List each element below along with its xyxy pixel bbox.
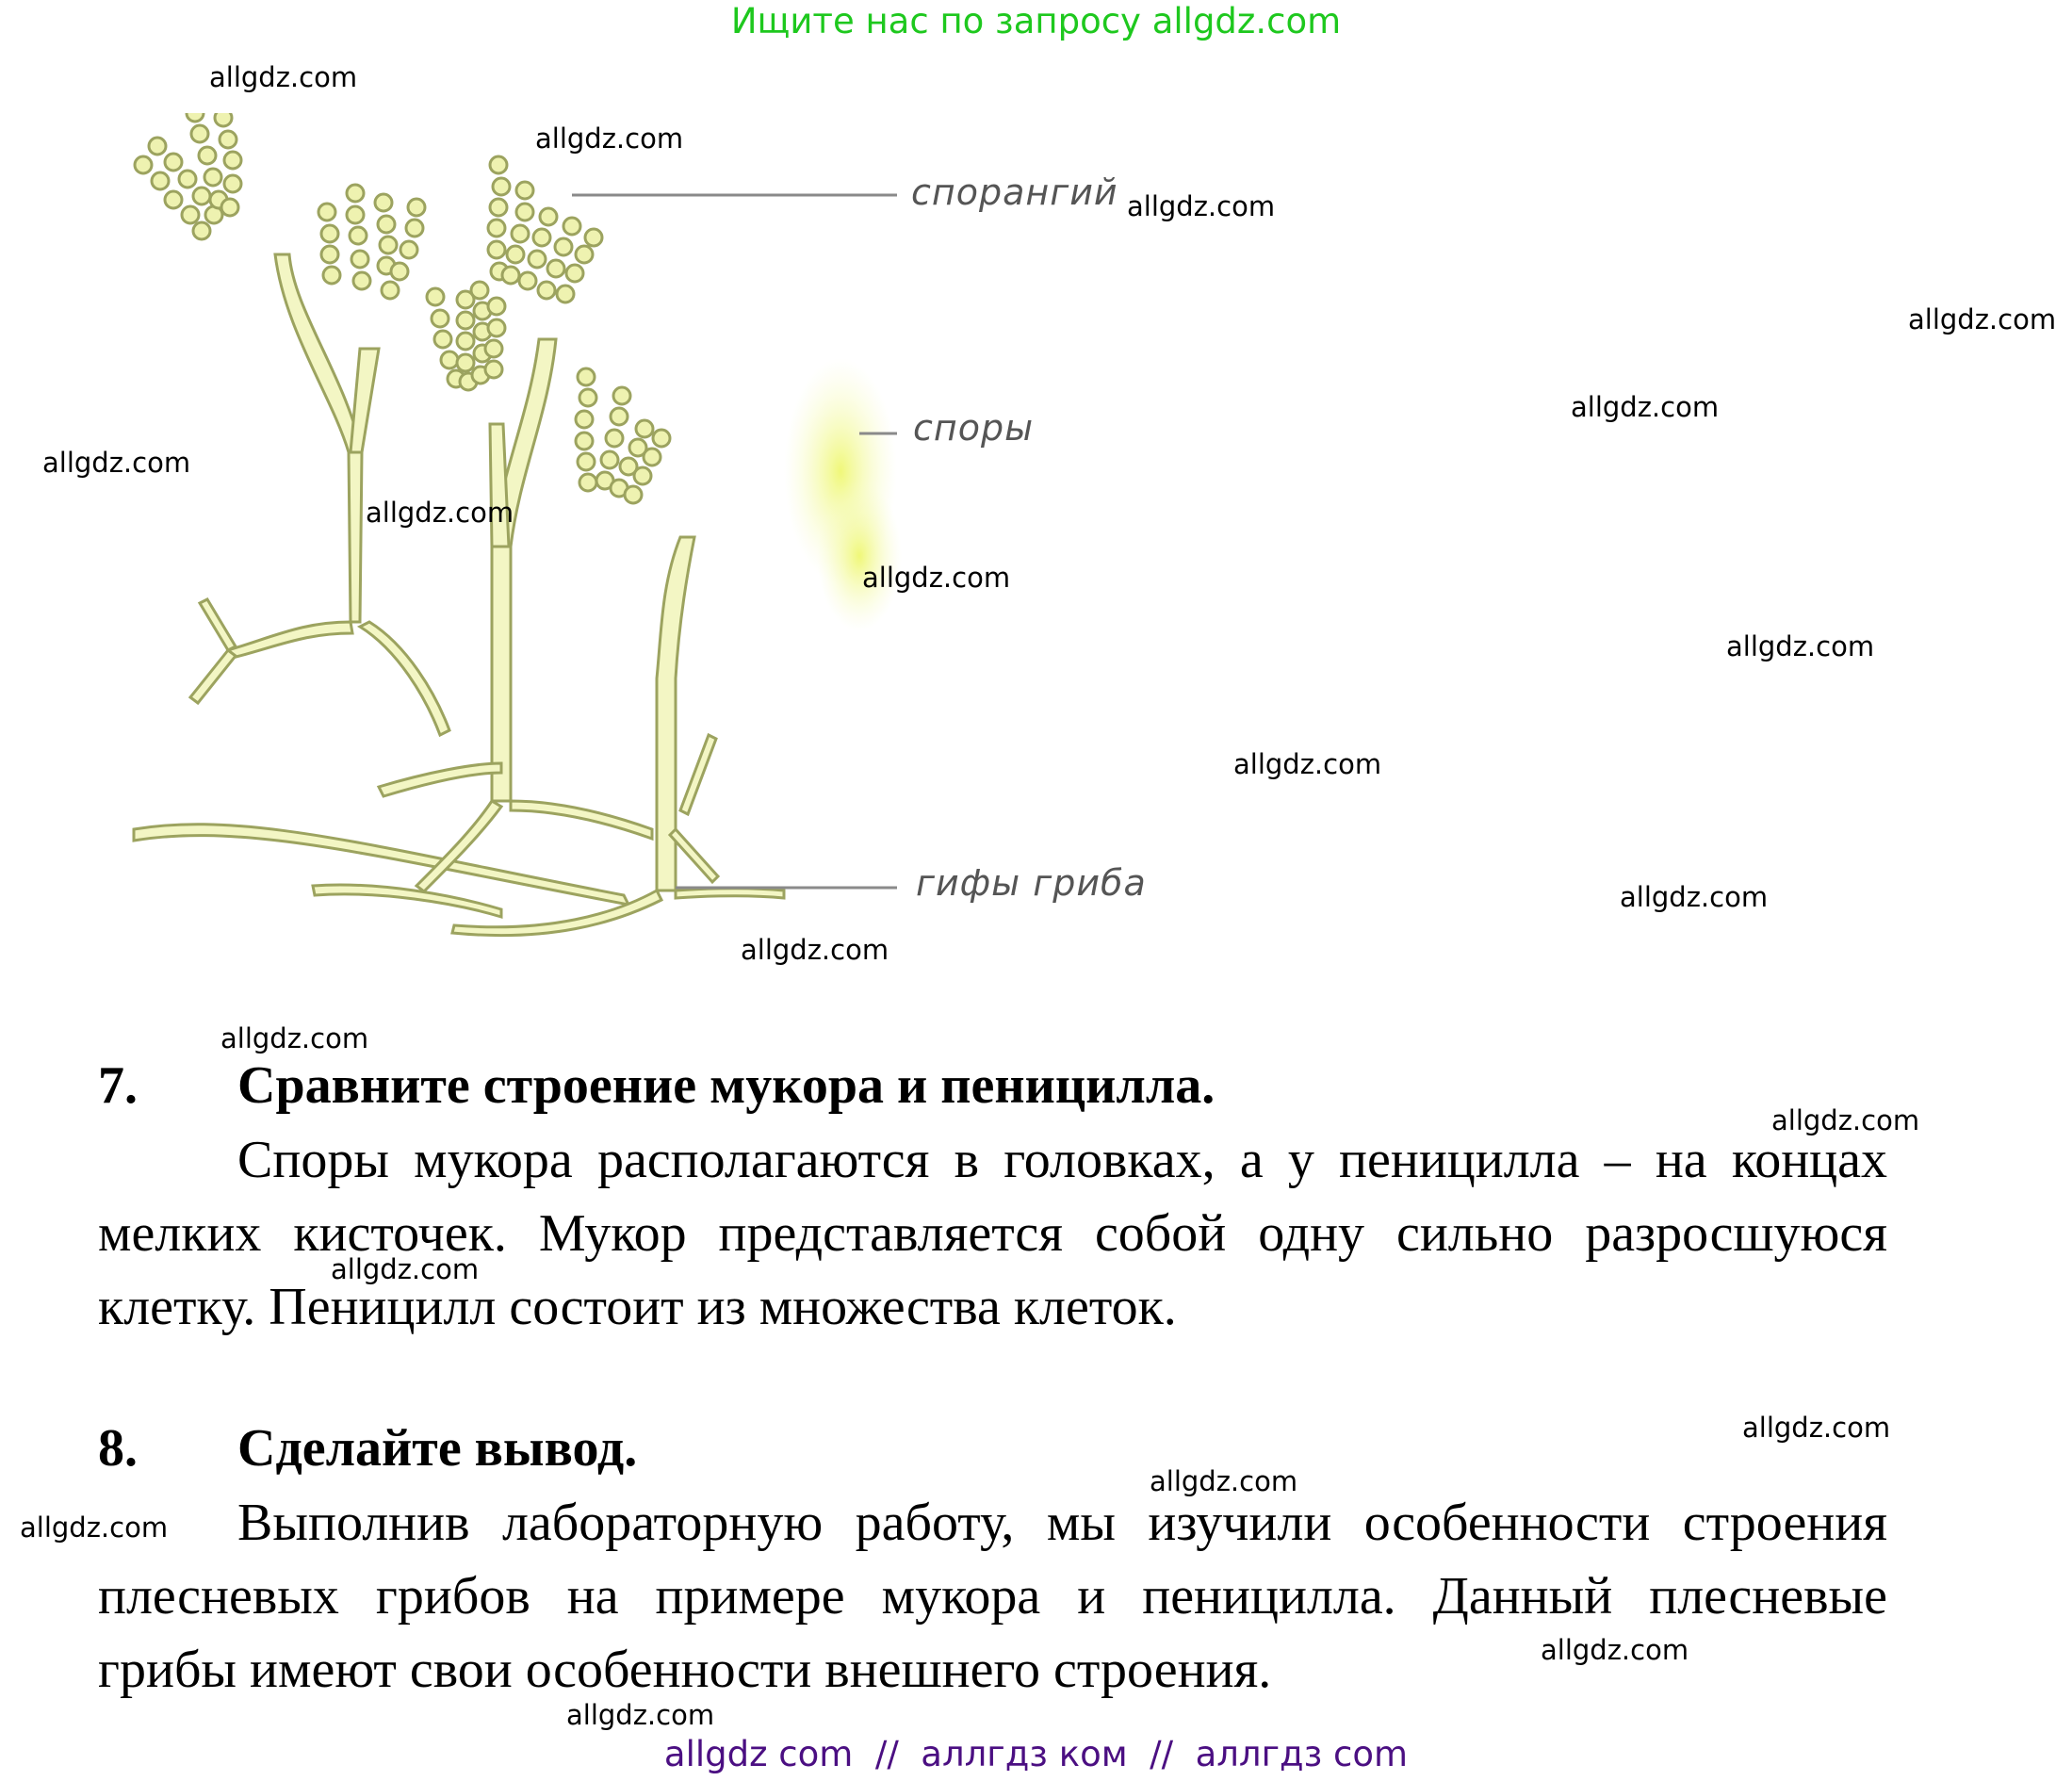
watermark: allgdz.com xyxy=(566,1699,715,1731)
watermark: allgdz.com xyxy=(1233,748,1382,780)
sporangium-label: спорангий xyxy=(911,172,1118,213)
watermark: allgdz.com xyxy=(1127,190,1276,222)
watermark: allgdz.com xyxy=(1742,1412,1891,1444)
watermark: allgdz.com xyxy=(1541,1634,1689,1666)
watermark: allgdz.com xyxy=(862,562,1011,594)
watermark: allgdz.com xyxy=(1771,1104,1920,1136)
question-7-number: 7. xyxy=(98,1056,138,1115)
watermark: allgdz.com xyxy=(535,123,684,155)
watermark: allgdz.com xyxy=(209,61,358,93)
question-8-title: Сделайте вывод. xyxy=(237,1419,638,1478)
watermark: allgdz.com xyxy=(1620,881,1769,913)
question-7-title: Сравните строение мукора и пеницилла. xyxy=(237,1056,1215,1115)
answer-7-line-1: Споры мукора располагаются в головках, а… xyxy=(237,1131,1887,1189)
answer-8-line-2: плесневых грибов на примере мукора и пен… xyxy=(98,1567,1887,1626)
answer-7-line-2: мелких кисточек. Мукор представляется со… xyxy=(98,1204,1887,1263)
watermark: allgdz.com xyxy=(1908,303,2057,335)
watermark: allgdz.com xyxy=(1726,630,1875,662)
hyphae-label: гифы гриба xyxy=(916,862,1147,904)
penicillium-illustration xyxy=(132,103,902,938)
answer-8-line-1: Выполнив лабораторную работу, мы изучили… xyxy=(237,1494,1887,1552)
answer-8-line-3: грибы имеют свои особенности внешнего ст… xyxy=(98,1641,1272,1699)
spores-label: споры xyxy=(913,407,1035,449)
watermark: allgdz.com xyxy=(1150,1465,1298,1497)
watermark: allgdz.com xyxy=(42,447,191,479)
search-banner: Ищите нас по запросу allgdz.com xyxy=(730,1,1342,41)
watermark: allgdz.com xyxy=(1571,391,1720,423)
watermark: allgdz.com xyxy=(220,1022,369,1054)
answer-7-line-3: клетку. Пеницилл состоит из множества кл… xyxy=(98,1278,1177,1336)
watermark: allgdz.com xyxy=(331,1253,480,1285)
watermark: allgdz.com xyxy=(20,1511,169,1544)
footer-links: allgdz com // аллгдз ком // аллгдз com xyxy=(663,1734,1409,1774)
question-8-number: 8. xyxy=(98,1419,138,1478)
watermark: allgdz.com xyxy=(741,934,889,966)
watermark: allgdz.com xyxy=(366,497,514,529)
penicillium-diagram: спорангий споры гифы гриба xyxy=(96,103,1146,971)
